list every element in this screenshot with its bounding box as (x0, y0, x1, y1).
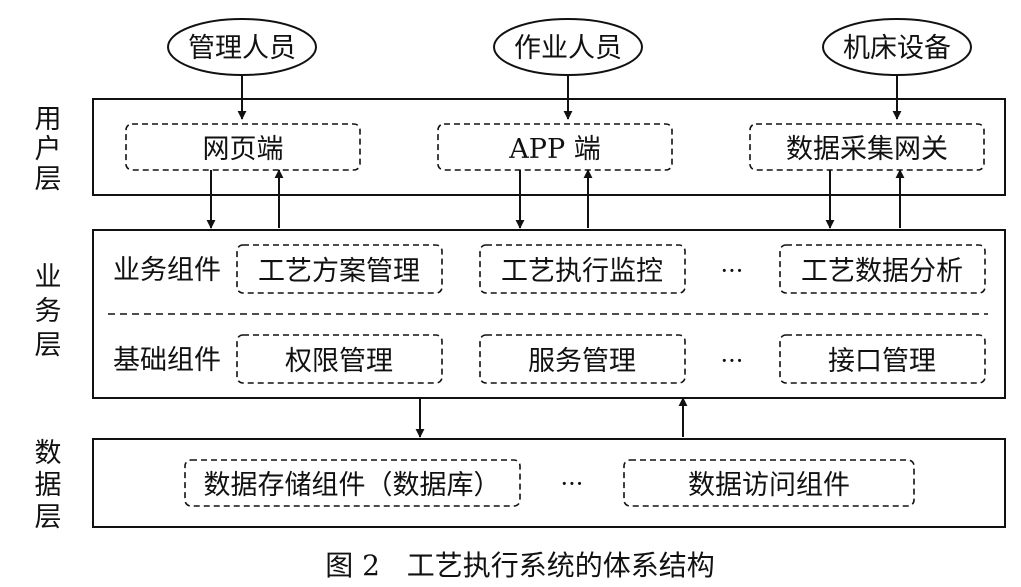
layer-label-business: 业 务 层 (35, 262, 62, 361)
user-operator-label: 作业人员 (514, 33, 622, 64)
user-machine-node: 机床设备 (822, 18, 972, 76)
layer-label-user: 用 户 层 (35, 104, 62, 195)
layer-business-char-3: 层 (35, 330, 62, 361)
gateway-box (749, 123, 985, 171)
gateway-label: 数据采集网关 (786, 134, 948, 165)
data-ellipsis: ··· (561, 470, 584, 498)
user-manager-node: 管理人员 (167, 18, 317, 76)
layer-business-char-2: 务 (35, 296, 62, 327)
user-operator-node: 作业人员 (493, 18, 643, 76)
permission-label: 权限管理 (285, 346, 393, 377)
process-analysis-label: 工艺数据分析 (801, 256, 963, 287)
business-layer-box (92, 229, 1006, 399)
access-label: 数据访问组件 (688, 470, 850, 501)
storage-box (184, 459, 521, 507)
user-machine-label: 机床设备 (843, 33, 951, 64)
app-client-box (437, 123, 673, 171)
storage-label: 数据存储组件（数据库） (204, 470, 501, 501)
layer-business-char-1: 业 (35, 262, 62, 293)
user-layer-box (92, 98, 1006, 196)
process-plan-box (236, 244, 443, 294)
layer-data-char-1: 数 (35, 438, 62, 469)
base-components-label: 基础组件 (113, 345, 221, 376)
process-plan-label: 工艺方案管理 (258, 256, 420, 287)
process-analysis-box (779, 244, 986, 294)
process-monitor-label: 工艺执行监控 (501, 256, 663, 287)
interface-label: 接口管理 (828, 346, 936, 377)
layer-user-char-3: 层 (35, 164, 62, 195)
user-manager-label: 管理人员 (188, 33, 296, 64)
app-client-label: APP 端 (508, 134, 600, 165)
permission-box (236, 334, 443, 384)
layer-user-char-1: 用 (35, 104, 62, 135)
figure-caption: 图 2 工艺执行系统的体系结构 (325, 549, 714, 582)
layer-data-char-2: 据 (35, 470, 62, 501)
layer-data-char-3: 层 (35, 502, 62, 533)
interface-box (779, 334, 986, 384)
layer-label-data: 数 据 层 (35, 438, 62, 533)
service-label: 服务管理 (528, 346, 636, 377)
data-layer-box (92, 438, 1006, 528)
layer-user-char-2: 户 (35, 134, 62, 165)
service-box (479, 334, 686, 384)
business-ellipsis: ··· (721, 257, 744, 285)
business-components-label: 业务组件 (113, 255, 221, 286)
web-client-label: 网页端 (203, 134, 284, 165)
access-box (623, 459, 915, 507)
base-ellipsis: ··· (721, 347, 744, 375)
process-monitor-box (479, 244, 686, 294)
web-client-box (125, 123, 361, 171)
